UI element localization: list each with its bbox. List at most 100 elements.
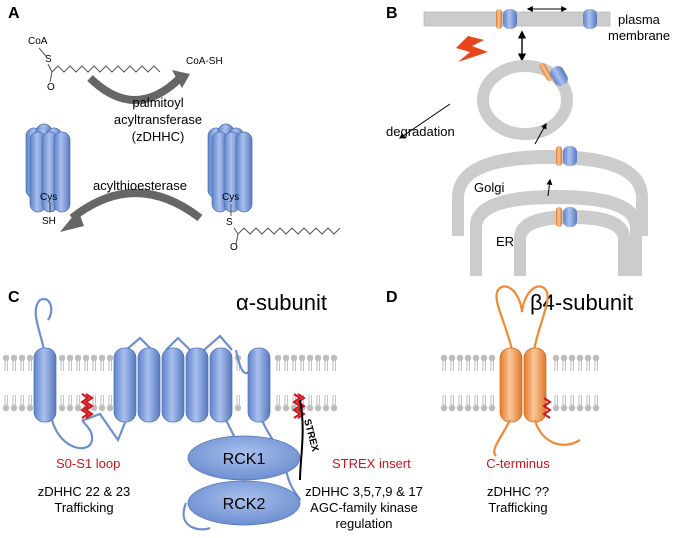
deacylation-curved-arrow — [69, 189, 203, 222]
beta4-tm1 — [499, 347, 523, 423]
degradation-label: degradation — [386, 124, 455, 139]
lipid-head-inner — [576, 394, 584, 412]
lipid-head-outer — [552, 354, 560, 372]
carbonyl-o-label: O — [47, 82, 55, 93]
lipid-head-outer — [106, 354, 114, 372]
panel-a: A CoA S O CoA-SH palmitoyl acyltransfera… — [8, 5, 341, 253]
coa-label: CoA — [28, 36, 48, 47]
tm-helix-s2 — [137, 347, 161, 423]
lipid-head-inner — [480, 394, 488, 412]
palmitate-beta4 — [542, 397, 552, 419]
lipid-head-outer — [306, 354, 314, 372]
strex-insert-label: STREX insert — [332, 456, 411, 471]
rck1-label: RCK1 — [223, 451, 266, 468]
endosome-ring — [477, 60, 573, 140]
coa-sh-label: CoA-SH — [186, 56, 223, 67]
lipid-head-outer — [456, 354, 464, 372]
golgi-to-endosome-arrow — [534, 122, 547, 145]
lipid-head-outer — [568, 354, 576, 372]
agc-kinase-label: AGC-family kinase — [310, 500, 418, 515]
tm-helix-s6 — [247, 347, 271, 423]
channel-bundle-right — [207, 123, 253, 213]
lipid-head-inner — [472, 394, 480, 412]
lipid-head-inner — [456, 394, 464, 412]
lipid-head-inner — [10, 394, 18, 412]
lipid-head-outer — [560, 354, 568, 372]
beta4-tm2 — [523, 347, 547, 423]
lipid-head-outer — [10, 354, 18, 372]
lipid-head-inner — [592, 394, 600, 412]
beta4-termini — [493, 419, 581, 457]
lipid-head-inner — [106, 394, 114, 412]
lipid-head-outer — [98, 354, 106, 372]
lipid-head-outer — [2, 354, 10, 372]
channel-bundle-left — [25, 123, 71, 213]
tm-helix-s5 — [209, 347, 233, 423]
lipid-head-outer — [18, 354, 26, 372]
lipid-head-outer — [26, 354, 34, 372]
palmitate-strex — [292, 393, 302, 419]
cys-right-label: Cys — [222, 192, 239, 203]
lipid-head-outer — [584, 354, 592, 372]
palmitate-s0s1 — [80, 393, 90, 419]
lipid-head-inner — [568, 394, 576, 412]
s0-s1-loop — [50, 418, 94, 450]
lipid-head-inner — [282, 394, 290, 412]
lipid-head-inner — [98, 394, 106, 412]
er-label: ER — [496, 234, 514, 249]
lightning-icon — [456, 36, 488, 62]
enzyme-pat-line1: palmitoyl — [132, 95, 183, 110]
beta-subunit-pm-1 — [496, 9, 502, 29]
lipid-head-inner — [464, 394, 472, 412]
tm-helix-s3 — [161, 347, 185, 423]
trafficking-beta-label: Trafficking — [488, 500, 547, 515]
strex-segment — [299, 399, 304, 481]
lipid-head-outer — [330, 354, 338, 372]
thioester-s-label: S — [45, 54, 52, 65]
plasma-label: plasma — [618, 12, 661, 27]
thioester-s2-label: S — [226, 217, 233, 228]
lipid-head-inner — [560, 394, 568, 412]
lipid-head-outer — [74, 354, 82, 372]
lipid-head-outer — [290, 354, 298, 372]
lipid-head-inner — [584, 394, 592, 412]
lipid-head-inner — [234, 394, 242, 412]
lipid-head-outer — [82, 354, 90, 372]
rck2-domain — [187, 480, 301, 526]
lipid-head-outer — [440, 354, 448, 372]
lipid-head-outer — [592, 354, 600, 372]
tm-helix-s0 — [33, 347, 57, 423]
acylation-curved-arrow — [87, 75, 183, 104]
tm-helix-s1 — [113, 347, 137, 423]
lipid-head-outer — [448, 354, 456, 372]
tm-helix-s4 — [185, 347, 209, 423]
alpha-subunit-pm-1 — [503, 9, 517, 29]
lipid-head-inner — [274, 394, 282, 412]
lipid-head-inner — [18, 394, 26, 412]
s0s1-loop-label: S0-S1 loop — [56, 456, 120, 471]
lipid-head-inner — [26, 394, 34, 412]
panel-c: C α-subunit S0-S1 loop zDHHC 22 & 23 Tra… — [2, 289, 423, 531]
lipid-head-inner — [66, 394, 74, 412]
lipid-head-outer — [488, 354, 496, 372]
beta4-extracellular-loop — [495, 285, 549, 351]
panel-d-letter: D — [386, 289, 398, 306]
rck1-domain — [187, 435, 301, 481]
lipid-head-outer — [322, 354, 330, 372]
zdhhc-multi-label: zDHHC 3,5,7,9 & 17 — [305, 484, 423, 499]
trafficking-alpha-label: Trafficking — [54, 500, 113, 515]
alpha-n-terminus — [34, 297, 53, 351]
panel-b: B plasma membrane degradation Golgi ER — [386, 5, 670, 276]
palmitoylated-cys-chain — [230, 204, 341, 245]
lipid-head-outer — [274, 354, 282, 372]
lipid-head-inner — [58, 394, 66, 412]
lipid-head-inner — [488, 394, 496, 412]
lipid-head-outer — [298, 354, 306, 372]
cys-left-label: Cys — [40, 192, 57, 203]
lipid-head-outer — [480, 354, 488, 372]
panel-b-letter: B — [386, 5, 398, 22]
membrane-label: membrane — [608, 28, 670, 43]
lipid-head-inner — [330, 394, 338, 412]
er-to-golgi-arrow — [546, 178, 553, 197]
lipid-head-outer — [576, 354, 584, 372]
